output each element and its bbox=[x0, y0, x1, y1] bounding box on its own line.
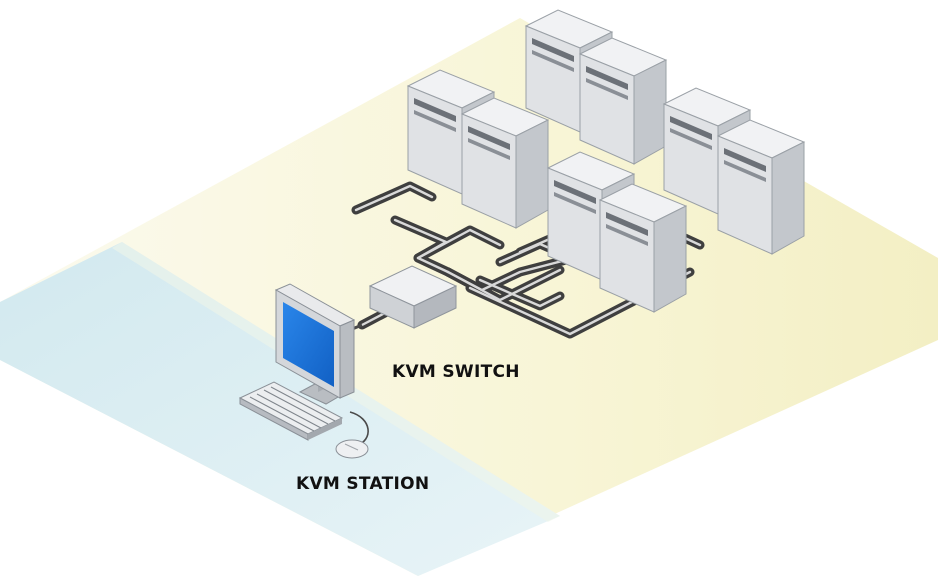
monitor-icon bbox=[274, 283, 356, 399]
servers bbox=[406, 9, 806, 313]
kvm-station-label: KVM STATION bbox=[296, 474, 430, 494]
keyboard-icon bbox=[238, 381, 344, 441]
server-tower bbox=[578, 37, 668, 165]
mouse-icon bbox=[335, 439, 369, 459]
server-tower bbox=[716, 119, 806, 255]
server-tower bbox=[598, 183, 688, 313]
kvm-switch-label: KVM SWITCH bbox=[392, 362, 520, 382]
kvm-switch-box bbox=[368, 265, 458, 329]
server-tower bbox=[460, 97, 550, 229]
kvm-station bbox=[238, 283, 369, 459]
